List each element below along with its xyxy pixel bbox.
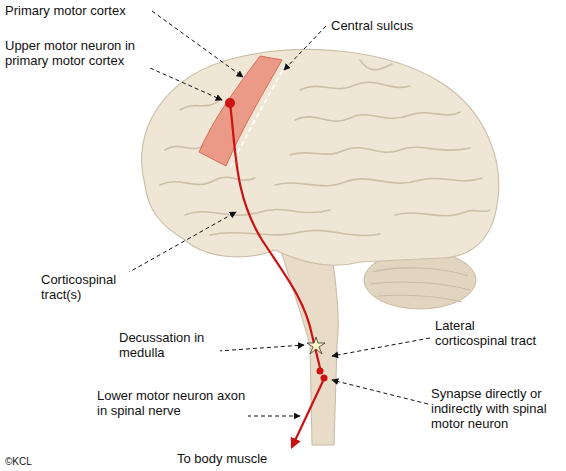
watermark: ©KCL bbox=[4, 454, 33, 469]
lower-motor-neuron-line bbox=[292, 381, 323, 447]
callout-label: Lateral corticospinal tract bbox=[434, 318, 546, 348]
decussation-star bbox=[307, 337, 325, 354]
callout-label: Primary motor cortex bbox=[4, 3, 127, 18]
callout-label: Decussation in medulla bbox=[118, 330, 220, 360]
central-sulcus-line bbox=[229, 64, 286, 170]
callout-label: Lower motor neuron axon in spinal nerve bbox=[96, 388, 248, 418]
corticospinal-tract-line bbox=[230, 103, 321, 372]
cerebrum bbox=[142, 50, 499, 266]
synapse-dot bbox=[321, 375, 328, 382]
callout-label: Synapse directly or indirectly with spin… bbox=[430, 386, 562, 431]
cerebellum-folds bbox=[370, 268, 470, 302]
callout-label: Corticospinal tract(s) bbox=[40, 272, 132, 302]
callout-label: Upper motor neuron in primary motor cort… bbox=[4, 38, 166, 68]
motor-cortex-band bbox=[199, 56, 282, 166]
callout-label: To body muscle bbox=[176, 451, 268, 466]
synapse-dot bbox=[317, 368, 324, 375]
callout-label: Central sulcus bbox=[330, 18, 414, 33]
leader-lines bbox=[108, 11, 430, 416]
upper-motor-neuron bbox=[225, 98, 235, 108]
